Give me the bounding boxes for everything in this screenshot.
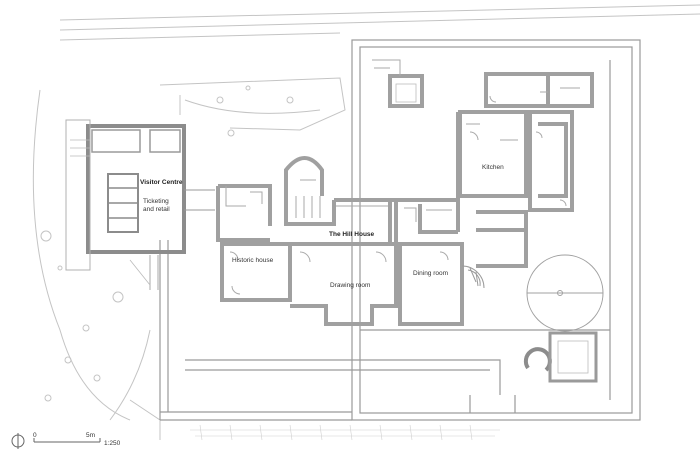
label-ticketing-1: Ticketing xyxy=(143,198,169,205)
spiral-stair xyxy=(461,265,485,289)
label-ticketing-2: and retail xyxy=(143,206,170,213)
scale-five: 5m xyxy=(86,432,95,439)
scale-bar: 0 5m 1:250 xyxy=(33,432,121,447)
label-dining-room: Dining room xyxy=(413,270,448,277)
hill-house-walls xyxy=(216,72,594,326)
garden-hatch xyxy=(190,424,500,441)
terrace-walls xyxy=(159,39,641,421)
label-hill-house: The Hill House xyxy=(329,231,375,238)
site-lines xyxy=(32,4,700,440)
interior-details xyxy=(225,59,580,295)
label-visitor-centre: Visitor Centre xyxy=(140,179,183,186)
label-historic-house: Historic house xyxy=(232,257,274,264)
scale-ratio: 1:250 xyxy=(104,440,121,447)
room-labels: Visitor Centre Ticketing and retail The … xyxy=(140,164,504,289)
north-arrow-icon xyxy=(11,433,25,449)
legend: 0 5m 1:250 xyxy=(11,432,121,449)
scale-zero: 0 xyxy=(33,432,37,439)
label-kitchen: Kitchen xyxy=(482,164,504,171)
garden-features xyxy=(395,83,604,383)
visitor-centre-building xyxy=(65,119,215,290)
label-drawing-room: Drawing room xyxy=(330,282,370,289)
